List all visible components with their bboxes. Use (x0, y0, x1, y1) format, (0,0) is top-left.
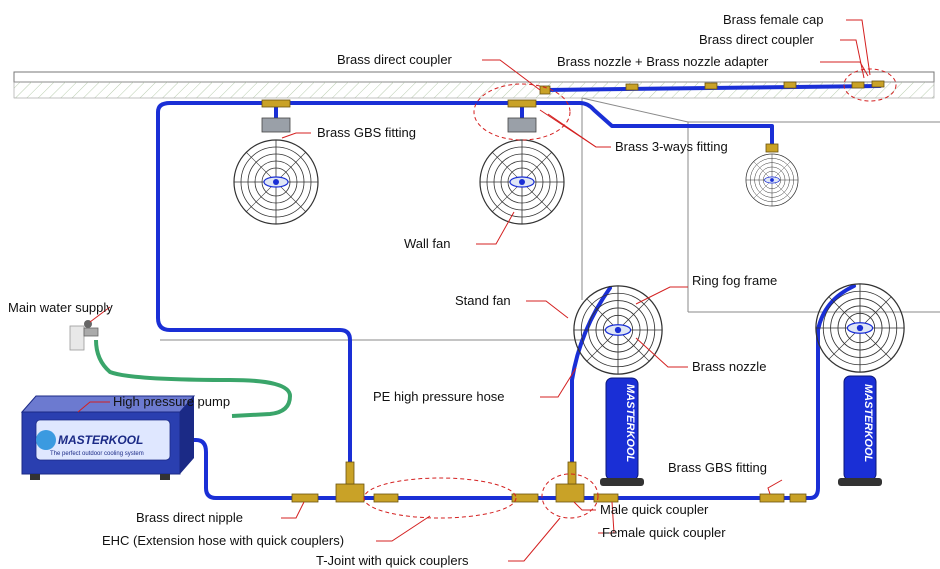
high-pressure-pump: MASTERKOOL The perfect outdoor cooling s… (20, 395, 196, 480)
stand-fan-riser-2 (788, 284, 856, 500)
label-brass-gbs-fitting-top: Brass GBS fitting (317, 125, 416, 140)
stand-fan-1-brand: MASTERKOOL (624, 384, 636, 463)
label-stand-fan: Stand fan (455, 293, 511, 308)
pump-logo-text: MASTERKOOL (58, 433, 143, 447)
stand-fan-1 (573, 285, 663, 486)
label-wall-fan: Wall fan (404, 236, 450, 251)
label-brass-direct-coupler-mid: Brass direct coupler (337, 52, 453, 67)
label-female-quick-coupler: Female quick coupler (602, 525, 726, 540)
label-main-water-supply: Main water supply (8, 300, 113, 315)
label-pe-high-pressure-hose: PE high pressure hose (373, 389, 505, 404)
highlight-ehc (363, 477, 517, 519)
label-brass-nozzle-adapter: Brass nozzle + Brass nozzle adapter (557, 54, 769, 69)
label-ring-fog-frame: Ring fog frame (692, 273, 777, 288)
label-brass-3ways-fitting: Brass 3-ways fitting (615, 139, 728, 154)
brass-gbs-fittings-ceiling (261, 99, 779, 153)
pump-tagline: The perfect outdoor cooling system (50, 451, 144, 457)
label-brass-female-cap: Brass female cap (723, 12, 823, 27)
label-brass-nozzle: Brass nozzle (692, 359, 766, 374)
label-brass-direct-coupler-top: Brass direct coupler (699, 32, 815, 47)
stand-fan-2 (815, 283, 905, 486)
stand-fan-1-base (600, 478, 644, 486)
main-ceiling-hose (156, 101, 774, 492)
label-male-quick-coupler: Male quick coupler (600, 502, 709, 517)
wall-edge-right (581, 97, 940, 123)
stand-fan-2-base (838, 478, 882, 486)
water-tap (69, 320, 99, 351)
label-brass-direct-nipple: Brass direct nipple (136, 510, 243, 525)
highlight-tjoint (541, 473, 599, 519)
stand-fan-riser-1 (570, 286, 612, 480)
pump-outlet-hose (178, 438, 792, 500)
wall-fan-2 (479, 139, 565, 225)
ceiling-hatch (13, 81, 935, 99)
brass-nozzle-row (539, 80, 885, 95)
label-ehc: EHC (Extension hose with quick couplers) (102, 533, 344, 548)
label-t-joint: T-Joint with quick couplers (316, 553, 469, 568)
brand-logo-icon (36, 430, 56, 450)
label-high-pressure-pump: High pressure pump (113, 394, 230, 409)
bottom-fittings (291, 461, 807, 503)
ceiling-beam (13, 71, 935, 83)
highlight-cap (843, 68, 897, 102)
wall-fan-1 (233, 139, 319, 225)
stand-fan-2-brand: MASTERKOOL (862, 384, 874, 463)
wall-fan-3 (745, 153, 799, 207)
leader-lines (77, 19, 871, 562)
highlight-3ways (473, 83, 571, 141)
label-brass-gbs-fitting-bottom: Brass GBS fitting (668, 460, 767, 475)
supply-hose (94, 339, 293, 418)
